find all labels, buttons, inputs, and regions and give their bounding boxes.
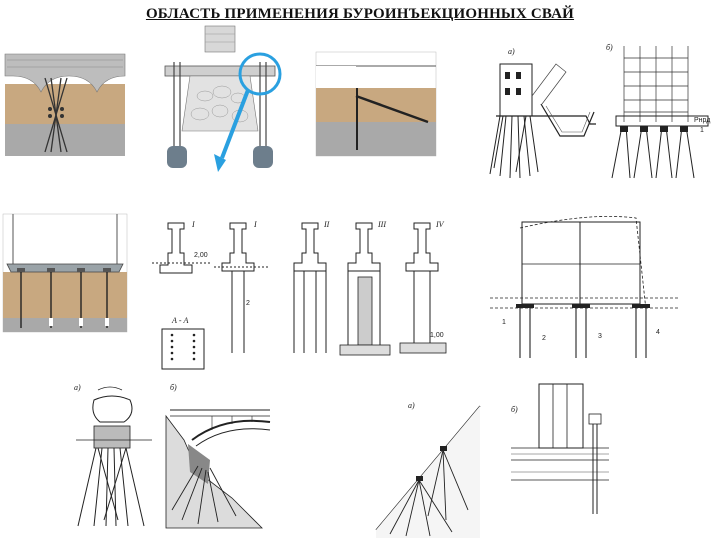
fig-label-a: а) <box>508 47 515 56</box>
slope-stabilization-figure-a: а) <box>375 401 481 538</box>
stage-label-3: II <box>323 220 330 229</box>
load-label: Рнрд <box>694 117 710 124</box>
arch-bridge-pile-figure <box>4 53 126 156</box>
pile-label-1: 1 <box>700 127 704 134</box>
fig-label-row3-a: а) <box>74 383 81 392</box>
elevation-label-2: 1,00 <box>430 332 444 339</box>
legend-num-4: 4 <box>656 329 660 336</box>
legend-num-2: 2 <box>542 335 546 342</box>
stage-label-5: IV <box>435 220 445 229</box>
stage-label-4: III <box>377 220 386 229</box>
fig-label-row3-d: б) <box>511 405 518 414</box>
fig-label-row3-c: а) <box>408 401 415 410</box>
building-slope-figure-a: а) <box>489 47 596 179</box>
stage-label-1: I <box>191 220 195 229</box>
wall-anchor-figure-b: б) <box>511 383 609 514</box>
monument-root-piles-figure: а) <box>74 383 152 527</box>
frame-building-figure-b: б) Рнрд 1 <box>606 43 710 179</box>
elevation-label-1: 2,00 <box>194 252 208 259</box>
arch-bridge-slope-figure: б) <box>165 383 271 529</box>
wall-foundation-figure <box>164 25 282 172</box>
legend-num-1: 1 <box>502 319 506 326</box>
mark-label: 2 <box>246 300 250 307</box>
stage-label-2: I <box>253 220 257 229</box>
fig-label-b: б) <box>606 43 613 52</box>
fig-label-row3-b: б) <box>170 383 177 392</box>
frame-deformation-figure: 1 2 3 4 <box>490 215 680 358</box>
legend-num-3: 3 <box>598 333 602 340</box>
retaining-wall-anchor-figure <box>315 51 437 157</box>
section-label: А - А <box>171 316 189 325</box>
page-title: ОБЛАСТЬ ПРИМЕНЕНИЯ БУРОИНЪЕКЦИОННЫХ СВАЙ <box>145 6 575 22</box>
slab-piles-figure <box>2 213 128 333</box>
column-foundation-stages-figure: I I II III IV 2,00 1,00 2 А - А <box>152 220 447 370</box>
